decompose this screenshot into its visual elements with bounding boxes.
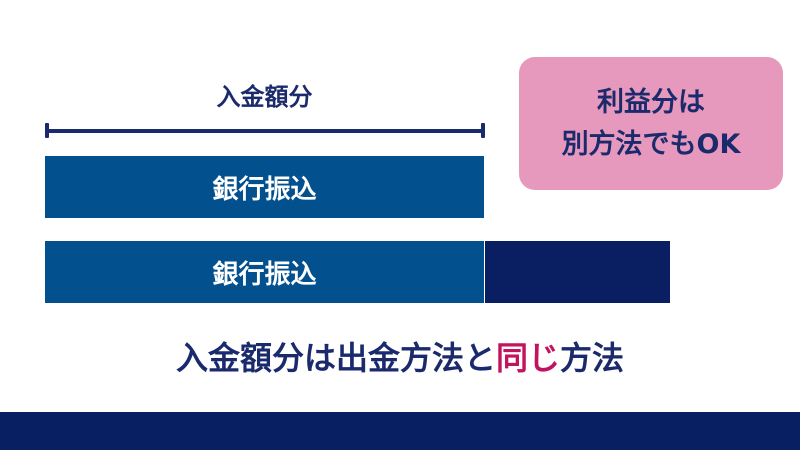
caption-part-2: 方法 [560,339,625,377]
profit-note-box: 利益分は 別方法でもOK [519,57,783,190]
footer-band [0,412,800,450]
caption: 入金額分は出金方法と同じ方法 [0,338,800,378]
profit-note-line-1: 利益分は [597,86,705,118]
caption-part-1: 入金額分は出金方法と [175,339,496,377]
deposit-amount-label: 入金額分 [216,83,313,111]
bank-transfer-bar-1: 銀行振込 [45,156,484,218]
bracket-left-cap [45,123,49,138]
caption-highlight: 同じ [495,339,560,377]
bar-label: 銀行振込 [212,174,317,205]
deposit-range-bracket [46,129,484,133]
profit-segment-bar [485,241,670,303]
bracket-right-cap [481,123,485,138]
bank-transfer-bar-2: 銀行振込 [45,241,484,303]
profit-note-line-2: 別方法でもOK [561,128,741,160]
bar-label: 銀行振込 [212,259,317,290]
